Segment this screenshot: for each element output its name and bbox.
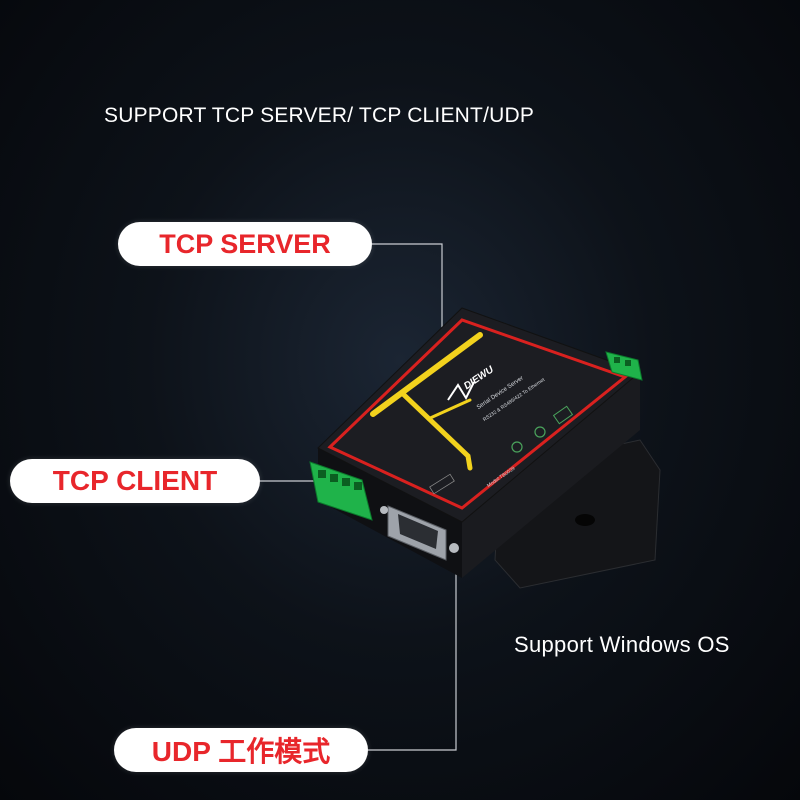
device-right-face xyxy=(462,372,640,578)
tcp-server-label: TCP SERVER xyxy=(118,222,372,266)
terminal-screw-4 xyxy=(354,482,362,490)
db9-screw-right xyxy=(449,543,459,553)
terminal-screw-6 xyxy=(625,360,631,366)
terminal-screw-3 xyxy=(342,478,350,486)
label-box-icon xyxy=(429,473,455,495)
server-connector-line xyxy=(372,243,443,330)
terminal-screw-5 xyxy=(614,357,620,363)
windows-support-text: Support Windows OS xyxy=(514,632,730,657)
yellow-bar-top xyxy=(370,332,483,417)
udp-mode-label: UDP 工作模式 xyxy=(114,728,368,772)
brand-logo-icon xyxy=(447,381,475,401)
db9-screw-left xyxy=(380,506,388,514)
terminal-screw-2 xyxy=(330,474,338,482)
yellow-bar-stem xyxy=(399,390,473,471)
device-red-outline xyxy=(327,318,629,510)
terminal-screw-1 xyxy=(318,470,326,478)
cert-icon-2 xyxy=(534,426,546,438)
db9-port-icon xyxy=(398,514,438,549)
tcp-client-label: TCP CLIENT xyxy=(10,459,260,503)
udp-connector-line xyxy=(368,570,457,751)
cert-icon-ce xyxy=(552,405,574,425)
headline: SUPPORT TCP SERVER/ TCP CLIENT/UDP xyxy=(104,104,535,127)
yellow-bar-branch xyxy=(426,398,472,421)
cert-icon-1 xyxy=(511,441,523,453)
mount-hole xyxy=(575,514,595,526)
